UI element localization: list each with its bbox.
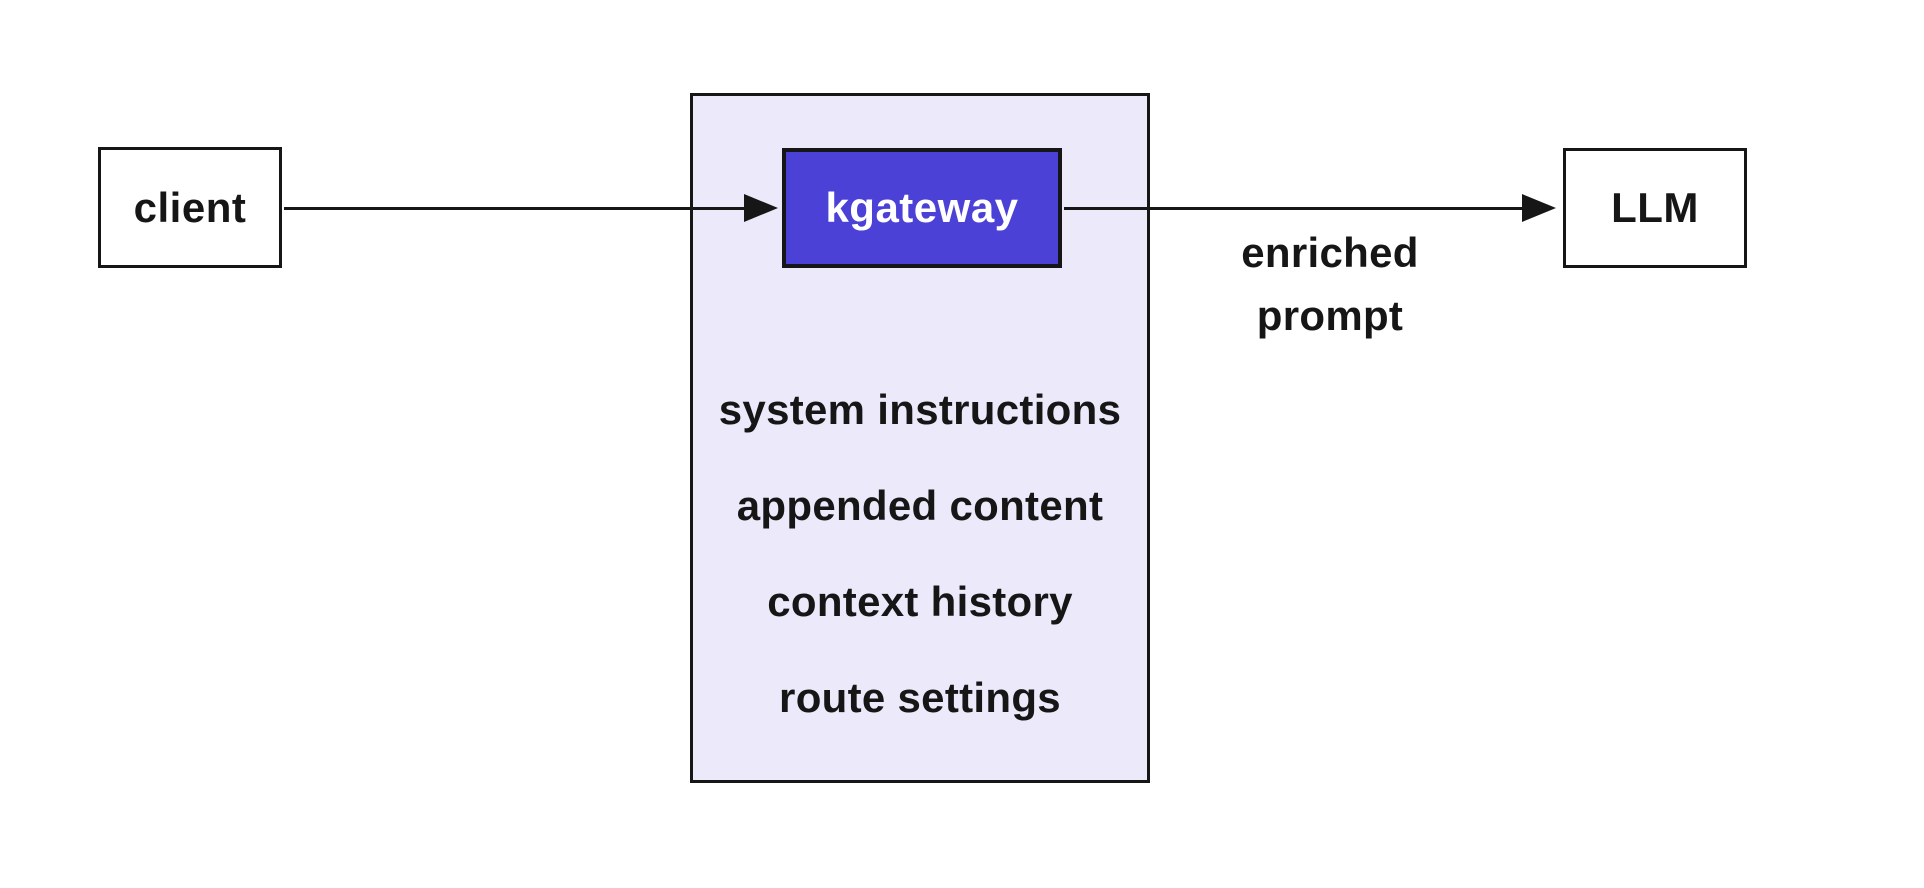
- gateway-node: kgateway: [782, 148, 1062, 268]
- edge-label-line1: enriched: [1241, 229, 1419, 276]
- llm-node-label: LLM: [1611, 184, 1699, 231]
- context-panel-items: system instructions appended content con…: [690, 362, 1150, 746]
- client-node: client: [98, 147, 282, 268]
- panel-item-route-settings: route settings: [779, 674, 1061, 721]
- llm-node: LLM: [1563, 148, 1747, 268]
- panel-item-system-instructions: system instructions: [718, 386, 1122, 433]
- panel-item-appended-content: appended content: [736, 482, 1104, 529]
- edge-gateway-to-llm: [1064, 207, 1522, 210]
- panel-item-context-history: context history: [767, 578, 1073, 625]
- client-node-label: client: [133, 183, 247, 231]
- edge-label-line2: prompt: [1256, 292, 1404, 339]
- arrowhead-icon: [1522, 194, 1556, 222]
- gateway-node-label: kgateway: [825, 184, 1019, 231]
- edge-label-enriched-prompt: enriched prompt: [1180, 221, 1480, 347]
- edge-client-to-gateway: [284, 207, 745, 210]
- arrowhead-icon: [744, 194, 778, 222]
